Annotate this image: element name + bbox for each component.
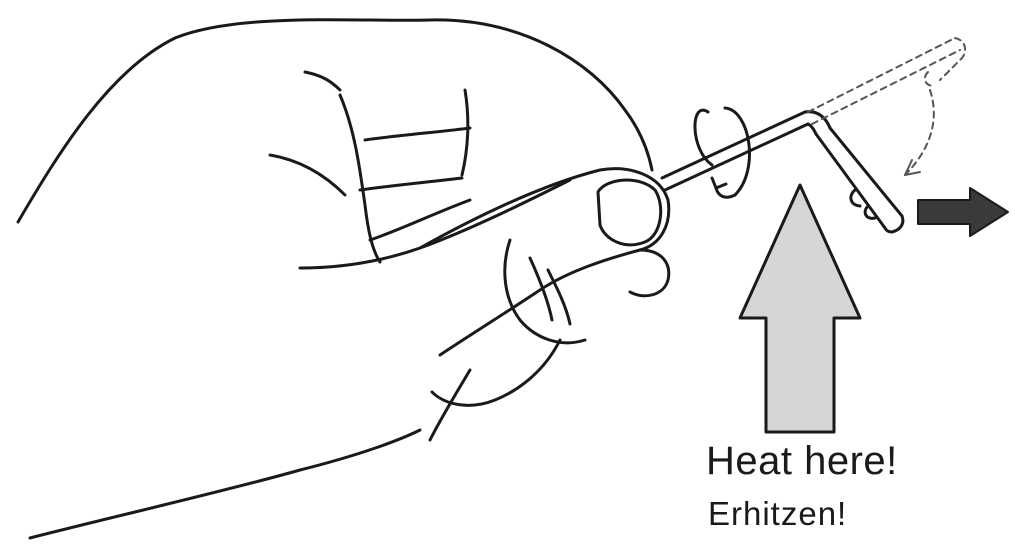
knuckle-crease: [462, 90, 468, 175]
tool-shaft: [665, 124, 808, 190]
rotate-icon: [695, 108, 750, 197]
arrow-up-icon: [740, 185, 860, 432]
thumb-outline: [420, 169, 669, 355]
finger-line: [270, 155, 345, 195]
tool-tip: [885, 216, 903, 232]
curled-finger: [432, 340, 560, 405]
bent-pin-tool: [662, 112, 903, 232]
curved-arrow-icon: [905, 90, 934, 175]
heat-here-label: Heat here!: [706, 441, 898, 481]
ghost-tool-position: [808, 38, 965, 124]
finger-crease: [360, 178, 462, 190]
finger-line: [305, 72, 340, 90]
tool-shaft: [662, 112, 805, 178]
tool-bend: [808, 124, 816, 134]
fingertip: [630, 250, 669, 296]
erhitzen-label: Erhitzen!: [708, 497, 847, 530]
palm-outline: [30, 430, 420, 538]
thumbnail: [598, 180, 661, 245]
hand-outline: [18, 20, 652, 222]
finger-crease: [365, 128, 470, 140]
arrow-right-icon: [918, 188, 1008, 236]
knuckle-crease: [340, 95, 380, 262]
hand-illustration: [18, 20, 669, 538]
